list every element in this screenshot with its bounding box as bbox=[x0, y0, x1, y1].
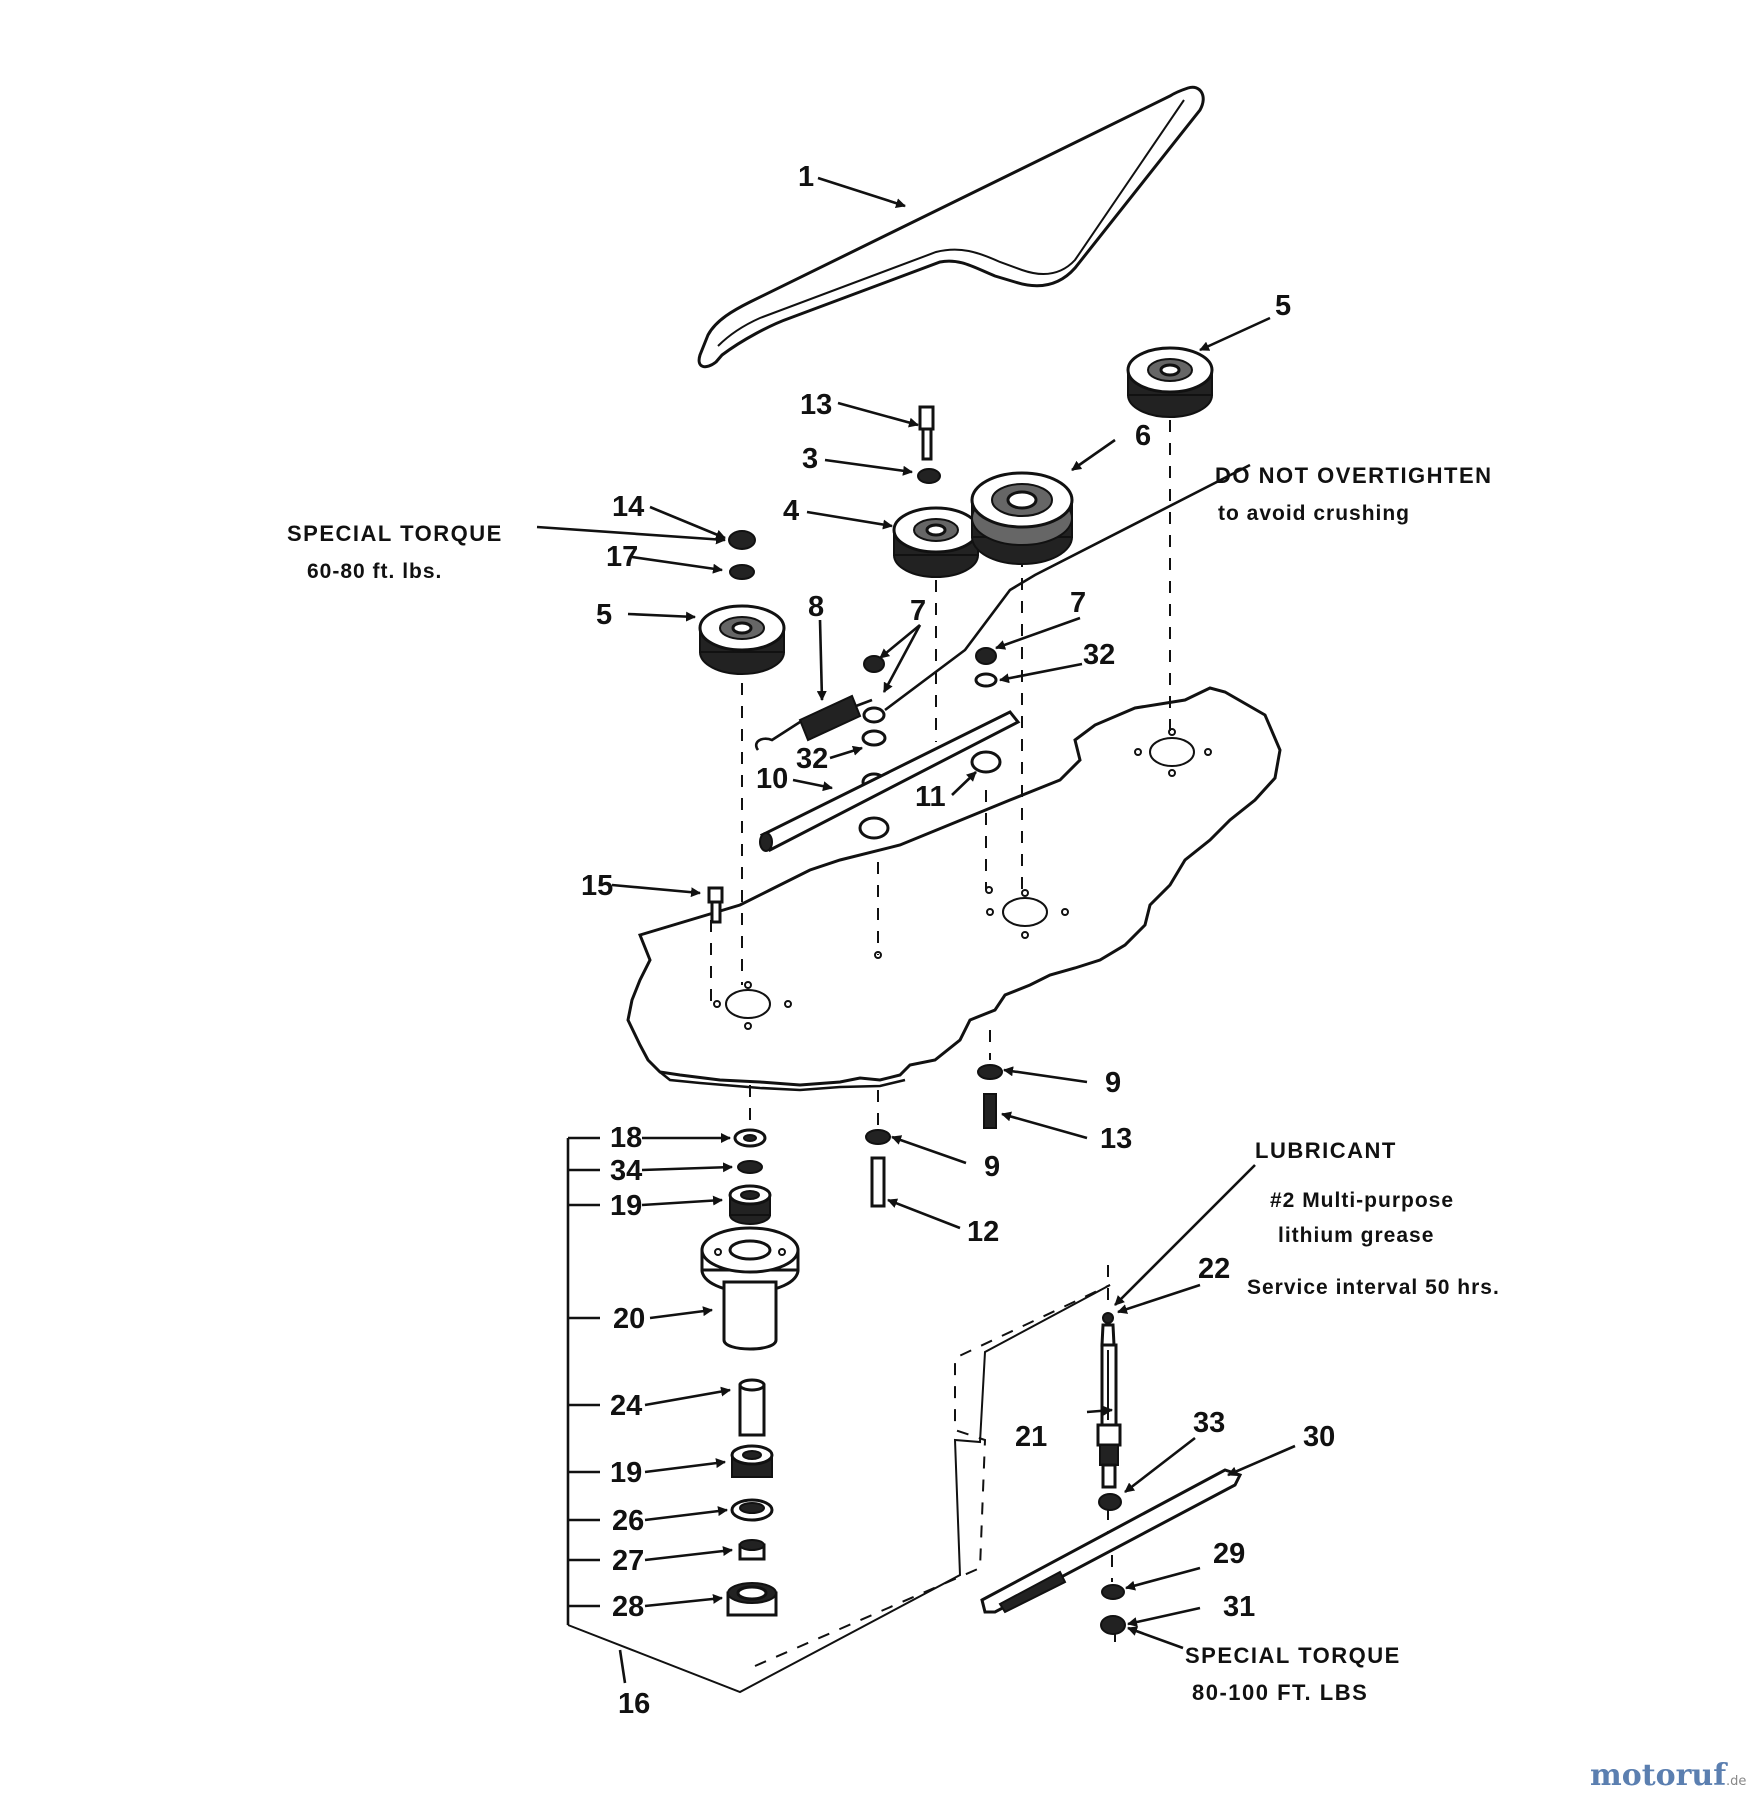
avoid-crushing-note: to avoid crushing bbox=[1218, 502, 1410, 525]
part-label: 28 bbox=[612, 1591, 644, 1623]
deck-plate bbox=[626, 686, 1282, 1092]
spindle-section-outline bbox=[566, 1136, 1111, 1694]
part-label: 33 bbox=[1193, 1407, 1225, 1439]
part-label: 9 bbox=[1105, 1067, 1121, 1099]
part-label: 15 bbox=[581, 870, 613, 902]
part-label: 24 bbox=[610, 1390, 642, 1422]
part-label: 9 bbox=[984, 1151, 1000, 1183]
part-label: 29 bbox=[1213, 1538, 1245, 1570]
part-label: 21 bbox=[1015, 1421, 1047, 1453]
part-label: 11 bbox=[915, 781, 946, 813]
part-label: 7 bbox=[910, 595, 926, 627]
grease-spec-line1: #2 Multi-purpose bbox=[1270, 1189, 1454, 1212]
idler-pulley-center bbox=[892, 506, 980, 578]
watermark-tld: .de bbox=[1726, 1774, 1746, 1789]
part-label: 3 bbox=[802, 443, 818, 475]
lubricant-heading: LUBRICANT bbox=[1255, 1138, 1397, 1163]
part-label: 18 bbox=[610, 1122, 642, 1154]
part-label: 26 bbox=[612, 1505, 644, 1537]
part-label: 19 bbox=[610, 1457, 642, 1489]
part-label: 7 bbox=[1070, 587, 1086, 619]
part-label: 5 bbox=[596, 599, 612, 631]
part-label: 20 bbox=[613, 1303, 645, 1335]
watermark-logo: motoruf .de bbox=[1590, 1758, 1746, 1793]
part-label: 13 bbox=[800, 389, 832, 421]
idler-arm bbox=[759, 710, 1021, 853]
part-label: 34 bbox=[610, 1155, 642, 1187]
part-label: 32 bbox=[796, 743, 828, 775]
grease-spec-line2: lithium grease bbox=[1278, 1224, 1434, 1247]
part-label: 12 bbox=[967, 1216, 999, 1248]
part-label: 6 bbox=[1135, 420, 1151, 452]
part-label: 16 bbox=[618, 1688, 650, 1720]
watermark-brand: motoruf bbox=[1590, 1758, 1728, 1793]
part-label: 19 bbox=[610, 1190, 642, 1222]
notes: SPECIAL TORQUE 60-80 ft. lbs. DO NOT OVE… bbox=[287, 463, 1500, 1705]
part-label: 10 bbox=[756, 763, 788, 795]
torque-top-value: 60-80 ft. lbs. bbox=[307, 560, 442, 583]
hardware-bottom bbox=[707, 886, 1003, 1208]
torque-bottom-value: 80-100 FT. LBS bbox=[1192, 1680, 1368, 1705]
part-label: 1 bbox=[798, 161, 814, 193]
assembly-center-lines bbox=[710, 420, 1171, 1650]
double-pulley bbox=[970, 471, 1074, 565]
service-interval-note: Service interval 50 hrs. bbox=[1247, 1276, 1500, 1299]
part-label: 5 bbox=[1275, 290, 1291, 322]
spindle-stack bbox=[700, 1128, 800, 1617]
blade-shaft-assembly bbox=[980, 1312, 1243, 1635]
hardware-top bbox=[728, 405, 1002, 840]
part-label: 27 bbox=[612, 1545, 644, 1577]
part-label: 13 bbox=[1100, 1123, 1132, 1155]
do-not-overtighten-note: DO NOT OVERTIGHTEN bbox=[1215, 463, 1493, 488]
part-label: 8 bbox=[808, 591, 824, 623]
part-label: 17 bbox=[606, 541, 638, 573]
drive-belt bbox=[697, 85, 1205, 369]
part-label: 32 bbox=[1083, 639, 1115, 671]
part-label: 31 bbox=[1223, 1591, 1255, 1623]
special-torque-bottom: SPECIAL TORQUE bbox=[1185, 1643, 1401, 1668]
part-label: 14 bbox=[612, 491, 644, 523]
part-label: 30 bbox=[1303, 1421, 1335, 1453]
part-number-labels: 1 5 13 3 6 4 14 17 5 8 7 7 32 32 10 11 1… bbox=[581, 161, 1335, 1720]
idler-pulley-right bbox=[1126, 346, 1214, 418]
part-label: 4 bbox=[783, 495, 799, 527]
special-torque-top: SPECIAL TORQUE bbox=[287, 521, 503, 546]
spring bbox=[754, 694, 873, 751]
part-label: 22 bbox=[1198, 1253, 1230, 1285]
spindle-pulley-left bbox=[698, 604, 786, 675]
leader-lines bbox=[536, 176, 1296, 1684]
